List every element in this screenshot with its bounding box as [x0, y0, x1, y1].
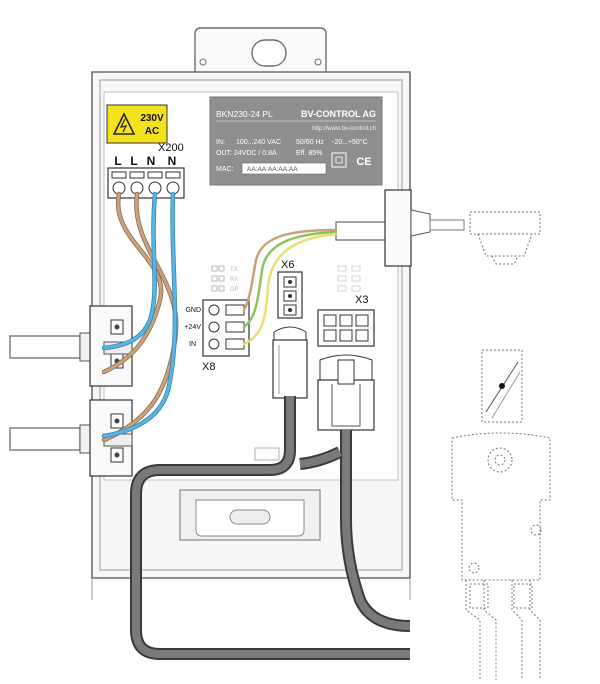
- nameplate-frequency: 50/60 Hz: [296, 139, 325, 146]
- status-label-tx: TX: [230, 267, 238, 273]
- terminal-x8-pin-gnd: GND: [185, 307, 201, 314]
- nameplate-url: http://www.bv-control.ch: [312, 126, 376, 132]
- warning-text-ac: AC: [145, 126, 159, 137]
- terminal-x8-pin-in: IN: [189, 341, 196, 348]
- terminal-x8-label: X8: [202, 361, 215, 373]
- connector-x6: X6: [272, 259, 308, 399]
- status-label-gp: GP: [230, 287, 239, 293]
- wiring: [101, 191, 338, 443]
- nameplate-output: OUT: 24VDC / 0.8A: [216, 150, 277, 157]
- terminal-x200-label: X200: [158, 142, 184, 154]
- nameplate-model: BKN230-24 PL: [216, 109, 273, 119]
- nameplate: BKN230-24 PL BV-CONTROL AG http://www.bv…: [209, 96, 383, 186]
- device-outline-bottom-right: [451, 432, 551, 680]
- terminal-x200-pin-2: L: [130, 154, 137, 168]
- connector-x6-label: X6: [281, 259, 294, 271]
- nameplate-temperature: -20...+50°C: [332, 138, 368, 146]
- nameplate-mac-label: MAC:: [216, 166, 234, 173]
- terminal-x200-pin-3: N: [147, 154, 156, 168]
- nameplate-mac-value: AA:AA:AA:AA:AA: [247, 166, 298, 173]
- cable-loop-dark: [130, 396, 411, 660]
- status-leds: TX RX GP: [211, 265, 361, 293]
- nameplate-input-value: 100...240 VAC: [236, 139, 281, 146]
- terminal-x200-pin-4: N: [168, 154, 177, 168]
- nameplate-efficiency: Eff. 85%: [296, 150, 322, 157]
- connector-x3: X3: [317, 294, 375, 431]
- terminal-block-x8: GND +24V IN X8: [184, 299, 250, 373]
- sensor-head-outline: [469, 211, 541, 265]
- connector-x3-label: X3: [355, 294, 368, 306]
- terminal-x200-pin-1: L: [114, 154, 121, 168]
- mounting-tab-top: [194, 27, 327, 72]
- terminal-x8-pin-24v: +24V: [184, 324, 201, 331]
- nameplate-input-label: IN:: [216, 139, 225, 146]
- status-label-rx: RX: [230, 277, 238, 283]
- warning-label-230v: 230V AC: [106, 104, 168, 144]
- warning-text-voltage: 230V: [140, 113, 164, 124]
- sensor-detail: [481, 349, 523, 423]
- nameplate-brand: BV-CONTROL AG: [301, 109, 376, 119]
- ce-mark: CE: [356, 156, 371, 168]
